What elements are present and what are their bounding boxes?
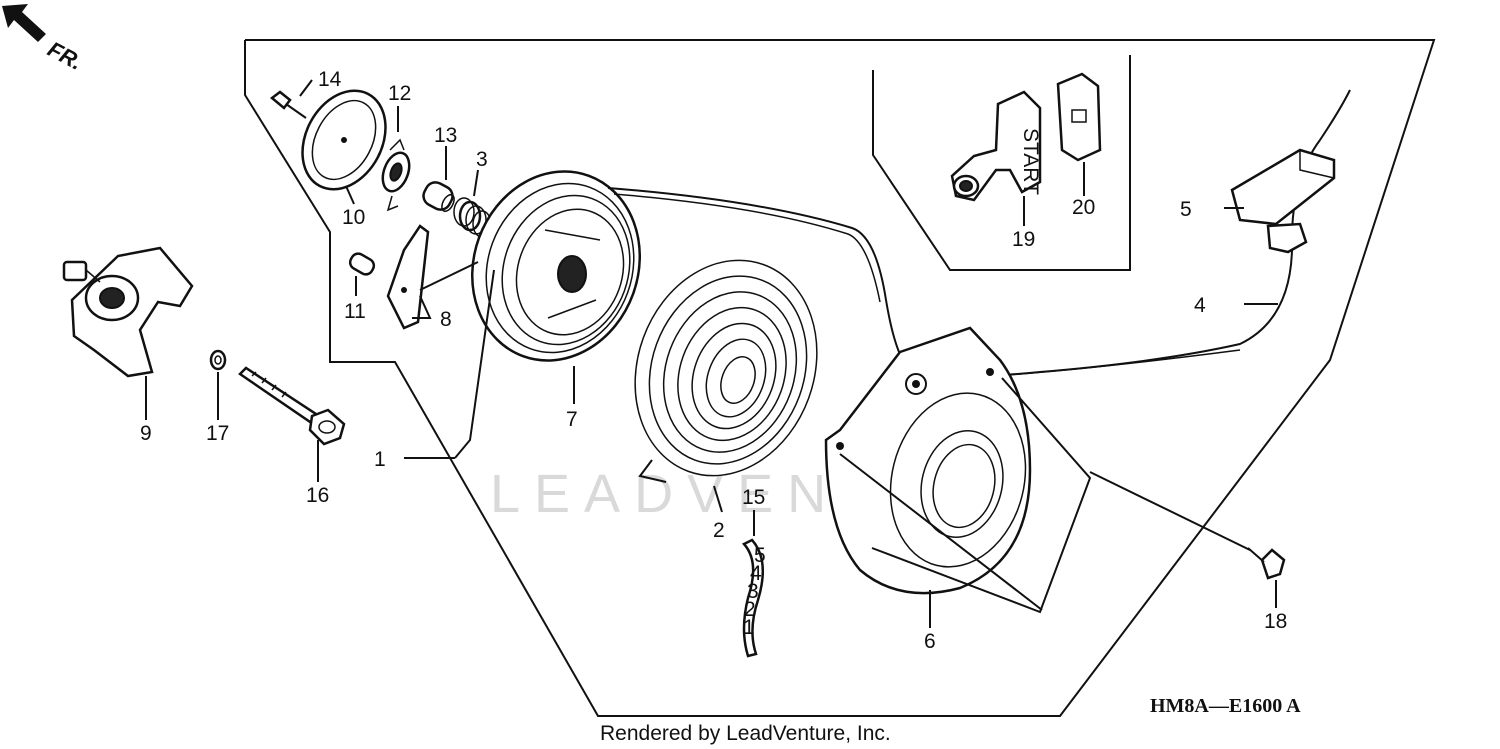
decal-digit-3: 3 [747, 580, 759, 603]
part-10-friction-plate [301, 89, 387, 191]
callout-15: 15 [742, 486, 765, 509]
leader-lines [145, 79, 1278, 628]
callout-16: 16 [306, 484, 329, 507]
assembly-boundary [244, 39, 1436, 717]
part-6-starter-case [824, 326, 1032, 595]
callout-12: 12 [388, 82, 411, 105]
callout-4: 4 [1194, 294, 1206, 317]
part-7-reel [470, 170, 642, 362]
part-20-grip-insert [1056, 72, 1102, 162]
callout-11: 11 [344, 300, 366, 323]
callout-13: 13 [434, 124, 457, 147]
callout-7: 7 [566, 408, 578, 431]
part-9-starter-cup [62, 246, 194, 378]
part-13-collar [422, 181, 455, 213]
decal-digit-2: 2 [744, 598, 756, 621]
callout-1: 1 [374, 448, 386, 471]
part-17-washer [209, 349, 227, 371]
part-14-screw [269, 90, 307, 119]
callout-19: 19 [1012, 228, 1035, 251]
part-18-flange-bolt [1247, 547, 1286, 580]
callout-14: 14 [318, 68, 342, 91]
callout-10: 10 [342, 206, 365, 229]
callout-5: 5 [1180, 198, 1192, 221]
decal-digit-4: 4 [750, 562, 762, 585]
diagram-code: HM8A—E1600 A [1150, 695, 1301, 717]
credit-text: Rendered by LeadVenture, Inc. [600, 722, 891, 745]
part-11-pin [348, 252, 376, 276]
callout-8: 8 [440, 308, 452, 331]
part-8-ratchet-pawl [386, 224, 430, 330]
part-5-starter-grip [1230, 148, 1336, 254]
callout-17: 17 [206, 422, 229, 445]
callout-6: 6 [924, 630, 936, 653]
front-direction-arrow-icon [2, 4, 46, 42]
decal-digit-5: 5 [754, 544, 766, 567]
kit-boundary [872, 55, 1131, 271]
callout-3: 3 [476, 148, 488, 171]
callout-2: 2 [713, 519, 725, 542]
part-12-friction-spring [381, 138, 411, 212]
part-19-grip-handle: START [950, 90, 1042, 202]
handle-start-imprint: START [1019, 128, 1042, 195]
callout-18: 18 [1264, 610, 1287, 633]
part-16-bolt [238, 366, 346, 446]
part-4-starter-rope [607, 89, 1351, 377]
part-2-recoil-spring [634, 259, 818, 483]
front-direction-label: FR. [44, 36, 87, 75]
part-15-decal: 5 4 3 2 1 [741, 538, 766, 658]
callout-20: 20 [1072, 196, 1095, 219]
decal-digit-1: 1 [743, 616, 755, 639]
callout-9: 9 [140, 422, 152, 445]
